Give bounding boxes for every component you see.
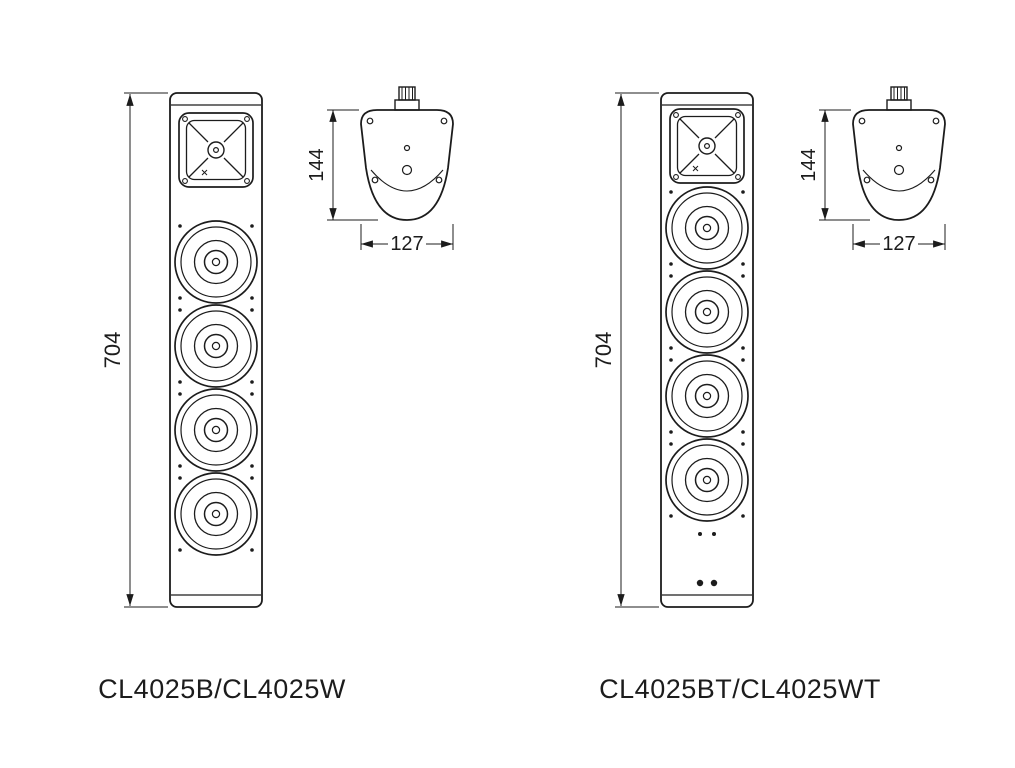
front-view-right — [660, 92, 754, 608]
cabinet-cap-lines — [171, 104, 261, 596]
extension-lines — [327, 109, 378, 221]
extension-lines — [124, 92, 168, 608]
figure-cl4025bt: 704 144 127 CL4025BT/CL4025WT — [591, 86, 946, 704]
top-view-shape — [852, 86, 946, 221]
model-label-right: CL4025BT/CL4025WT — [599, 674, 881, 704]
depth-dimension-label: 144 — [798, 148, 820, 181]
figure-cl4025b: 704 144 127 CL4025B/CL4025W — [98, 86, 454, 704]
cabinet-outline — [169, 92, 263, 608]
model-label-left: CL4025B/CL4025W — [98, 674, 346, 704]
extension-lines — [615, 92, 659, 608]
width-dimension-label: 127 — [390, 233, 423, 255]
top-view-right — [852, 86, 946, 221]
woofer-icon — [174, 304, 258, 388]
extension-lines — [819, 109, 870, 221]
dimension-width-right: 127 — [852, 224, 946, 255]
height-dimension-label: 704 — [100, 332, 125, 369]
height-dimension-label: 704 — [591, 332, 616, 369]
cabinet-cap-lines — [662, 104, 752, 596]
woofer-icon — [665, 438, 749, 522]
bottom-port-dots — [696, 532, 718, 587]
dimension-height-left: 704 — [100, 92, 168, 608]
depth-dimension-label: 144 — [306, 148, 328, 181]
width-dimension-label: 127 — [882, 233, 915, 255]
tweeter-icon — [178, 112, 254, 188]
woofer-icon — [665, 354, 749, 438]
woofer-icon — [665, 186, 749, 270]
dimension-depth-left: 144 — [306, 109, 378, 221]
dimension-width-left: 127 — [360, 224, 454, 255]
tweeter-icon — [669, 108, 745, 184]
cabinet-outline — [660, 92, 754, 608]
woofer-icon — [174, 220, 258, 304]
woofer-icon — [174, 388, 258, 472]
dimension-height-right: 704 — [591, 92, 659, 608]
top-view-shape — [360, 86, 454, 221]
front-view-left — [169, 92, 263, 608]
woofer-icon — [174, 472, 258, 556]
woofer-icon — [665, 270, 749, 354]
top-view-left — [360, 86, 454, 221]
dimension-depth-right: 144 — [798, 109, 870, 221]
